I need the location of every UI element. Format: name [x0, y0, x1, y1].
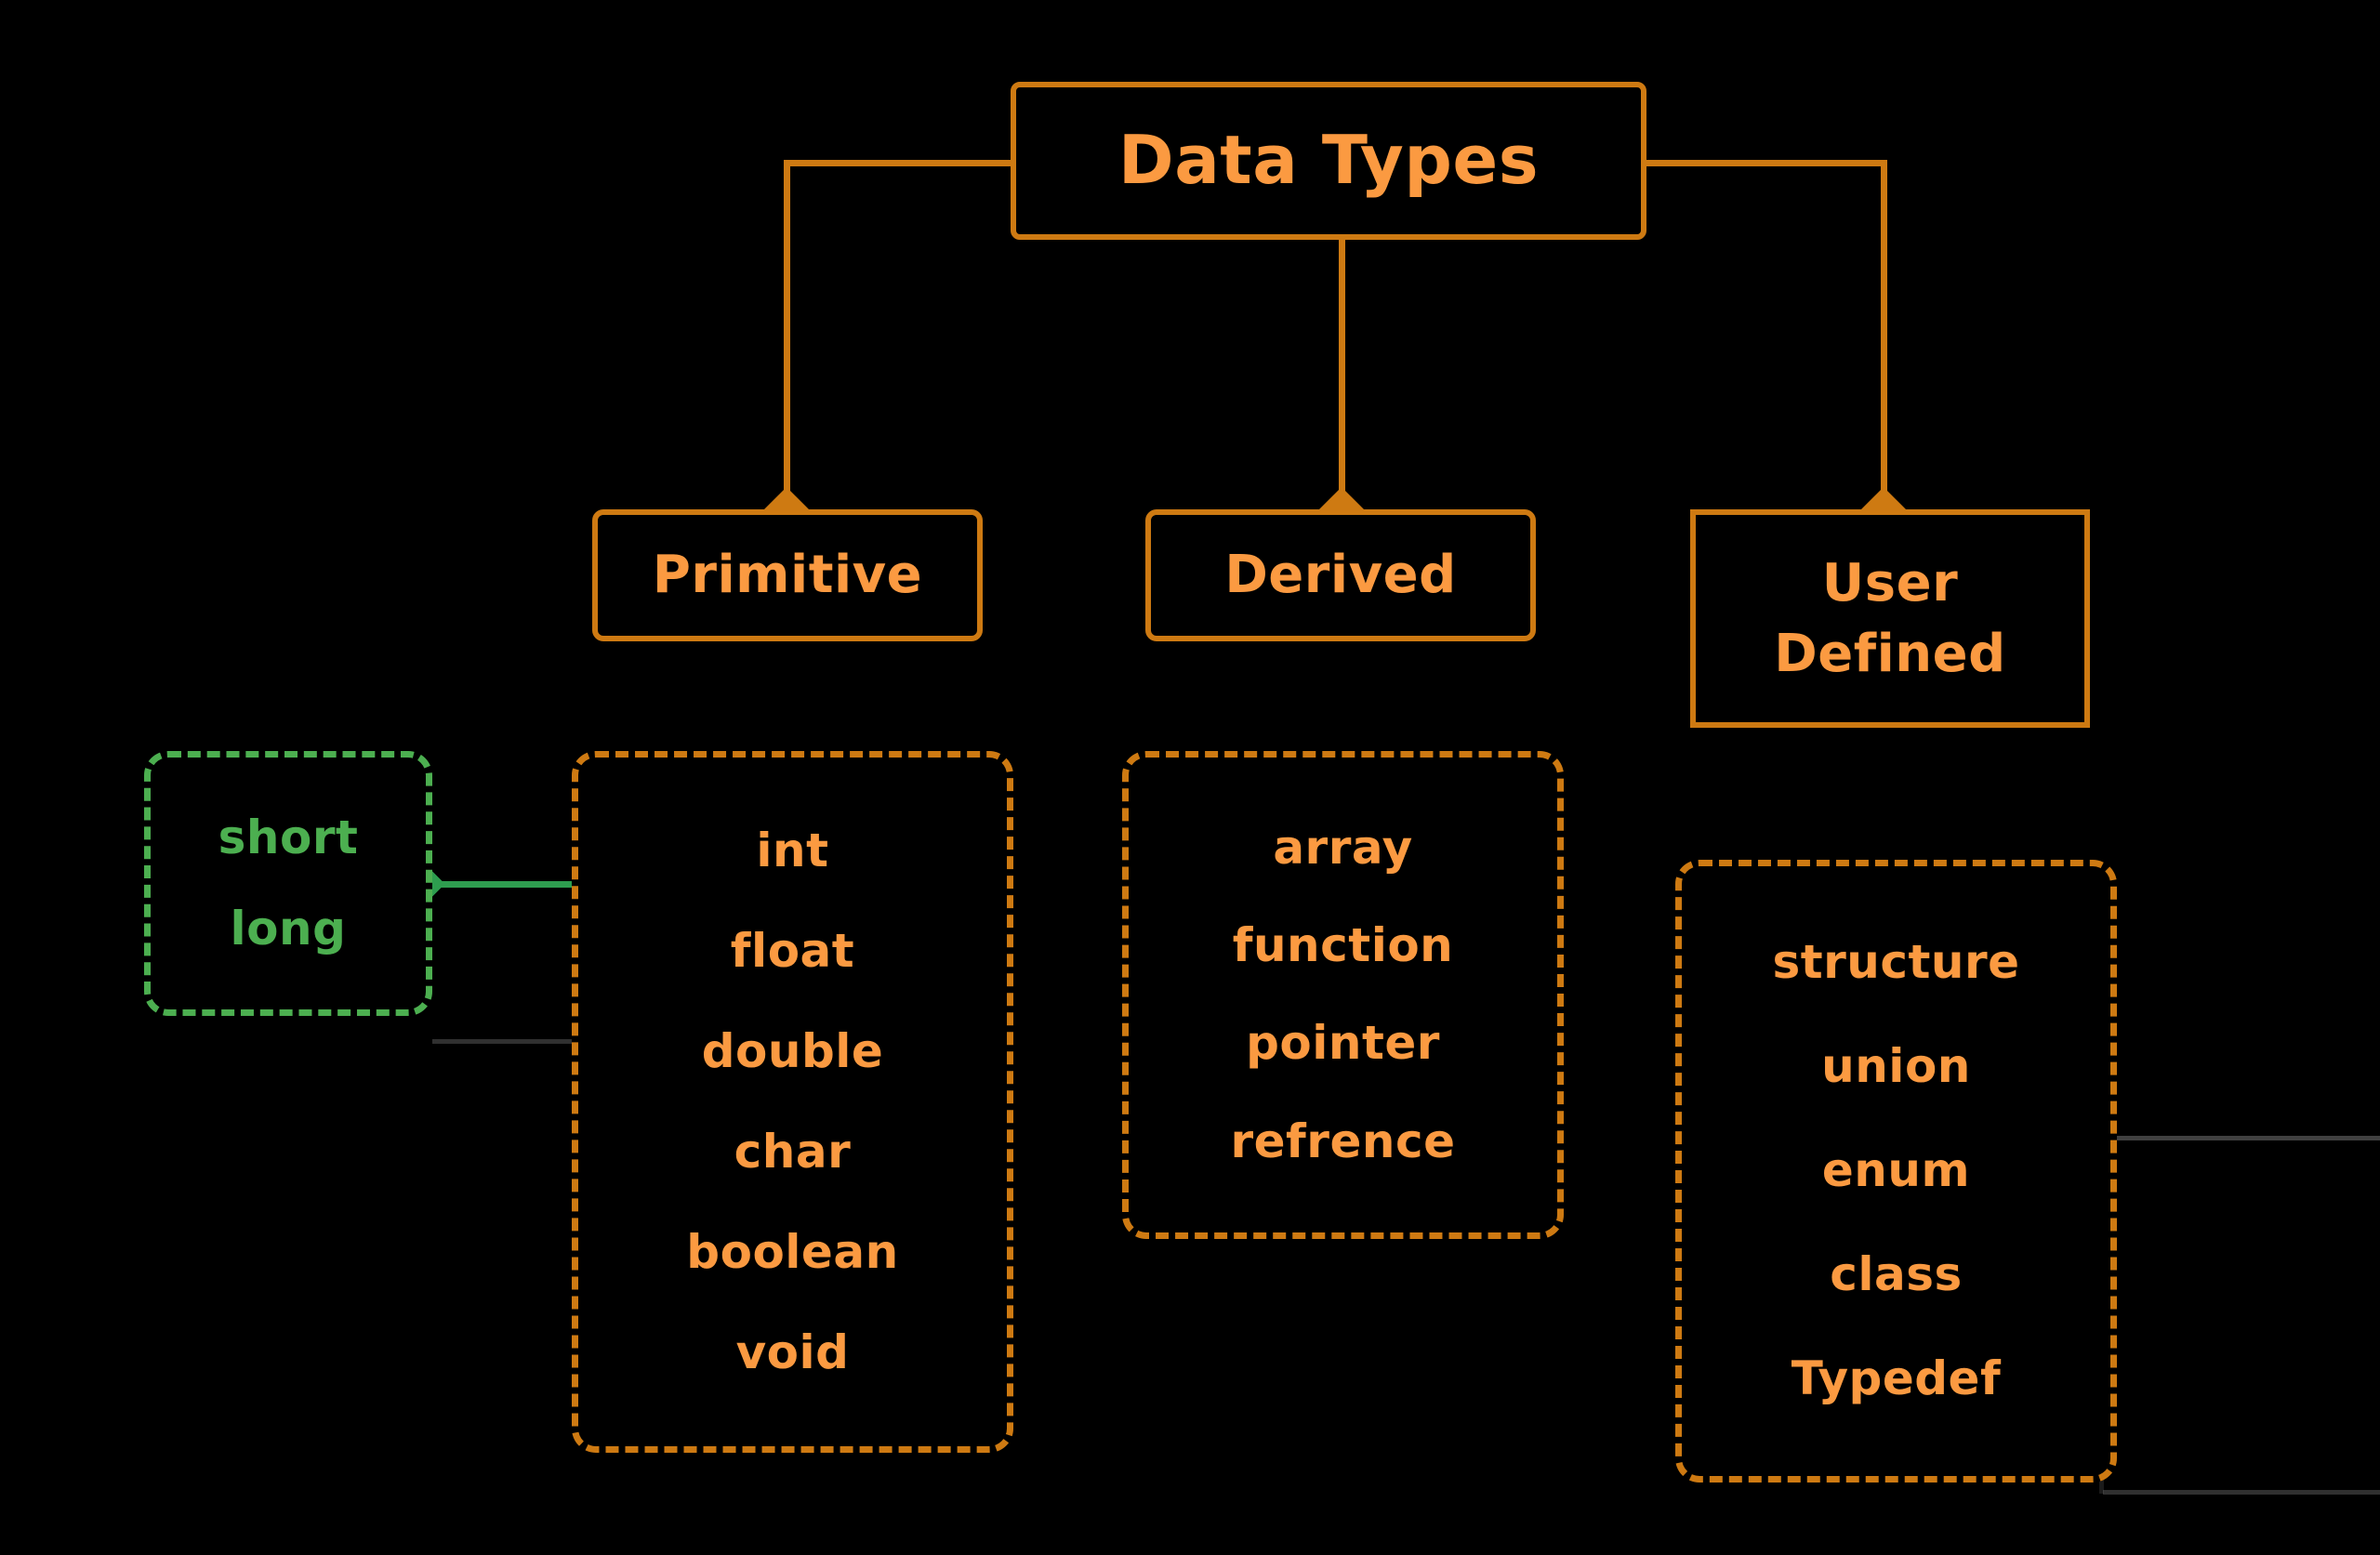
list-item: structure [1772, 935, 2020, 990]
list-derived-types[interactable]: array function pointer refrence [1122, 751, 1564, 1239]
list-item: int [756, 823, 829, 877]
node-primitive-label: Primitive [652, 545, 923, 606]
node-user-defined-label-line1: User [1821, 552, 1959, 613]
list-item: boolean [686, 1224, 899, 1279]
edge-modifiers-to-primitive [437, 881, 575, 888]
list-item: enum [1821, 1143, 1971, 1198]
edge-root-to-primitive [784, 160, 790, 518]
list-item: char [734, 1124, 852, 1179]
list-item: void [735, 1324, 850, 1379]
edge-root-right-horizontal [1643, 160, 1887, 166]
node-derived[interactable]: Derived [1145, 509, 1536, 641]
list-item: array [1273, 820, 1413, 875]
node-data-types-label: Data Types [1117, 121, 1540, 200]
list-item: float [730, 923, 855, 978]
list-item: union [1821, 1039, 1971, 1094]
list-item: class [1830, 1247, 1963, 1302]
list-item: function [1232, 918, 1454, 973]
node-primitive[interactable]: Primitive [592, 509, 983, 641]
faint-line-bottom [2103, 1490, 2380, 1495]
edge-root-left-horizontal [784, 160, 1014, 166]
list-modifiers[interactable]: short long [144, 751, 432, 1016]
list-item: double [701, 1023, 884, 1078]
node-user-defined-label-line2: Defined [1774, 623, 2006, 684]
faint-line-modifiers [432, 1039, 576, 1044]
list-primitive-types[interactable]: int float double char boolean void [572, 751, 1013, 1453]
list-item: Typedef [1791, 1351, 2002, 1406]
node-user-defined[interactable]: User Defined [1690, 509, 2090, 728]
list-item: short [218, 810, 359, 864]
node-data-types[interactable]: Data Types [1011, 82, 1646, 240]
list-user-defined-types[interactable]: structure union enum class Typedef [1675, 860, 2117, 1483]
node-derived-label: Derived [1224, 545, 1457, 606]
list-item: long [230, 901, 347, 955]
edge-root-to-derived [1339, 239, 1345, 518]
faint-line-userdefined-right [2103, 1136, 2380, 1140]
edge-root-to-userdefined [1881, 160, 1887, 518]
list-item: pointer [1246, 1016, 1440, 1071]
list-item: refrence [1230, 1114, 1456, 1168]
